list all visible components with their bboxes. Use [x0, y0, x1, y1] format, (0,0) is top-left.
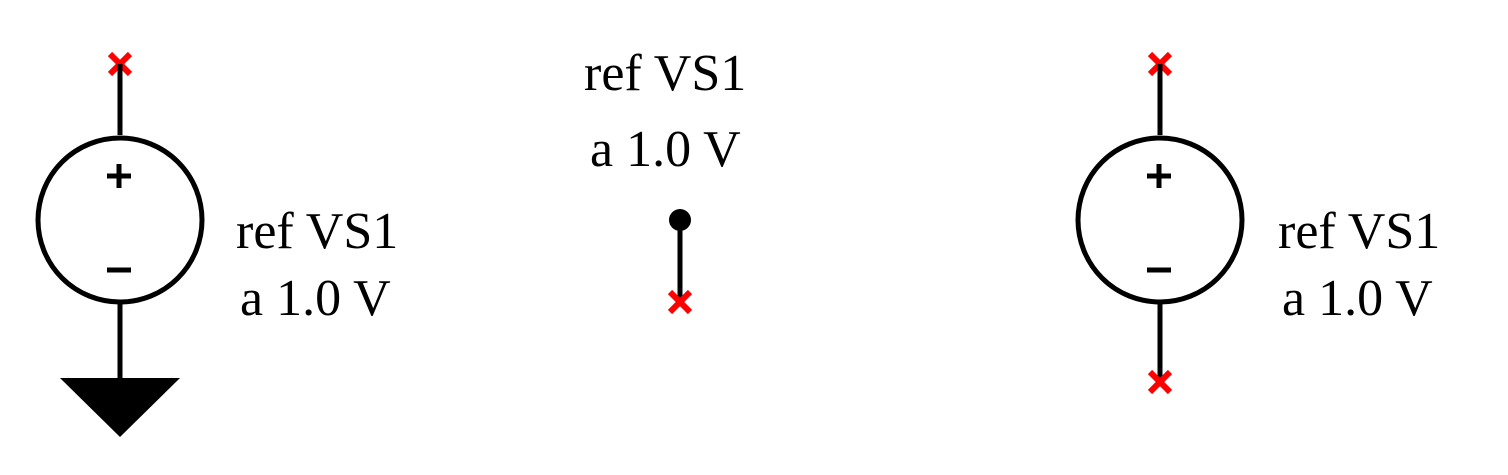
- pin-marker-icon[interactable]: [1147, 369, 1173, 395]
- source-circle: [1075, 135, 1245, 305]
- ground-icon: [60, 378, 180, 437]
- value-label: a 1.0 V: [590, 121, 741, 178]
- ref-label: ref VS1: [584, 45, 746, 102]
- pin-marker-icon[interactable]: [667, 289, 693, 315]
- plus-sign-icon: [1147, 164, 1171, 188]
- value-label: a 1.0 V: [1282, 270, 1433, 327]
- value-label: a 1.0 V: [240, 270, 391, 327]
- voltage-source-floating[interactable]: ref VS1 a 1.0 V: [1075, 51, 1440, 395]
- source-circle: [35, 135, 205, 305]
- plus-sign-icon: [107, 164, 131, 188]
- ref-label: ref VS1: [236, 203, 398, 260]
- voltage-source-grounded[interactable]: ref VS1 a 1.0 V: [35, 51, 398, 437]
- voltage-source-terminal[interactable]: ref VS1 a 1.0 V: [584, 45, 746, 315]
- ref-label: ref VS1: [1278, 203, 1440, 260]
